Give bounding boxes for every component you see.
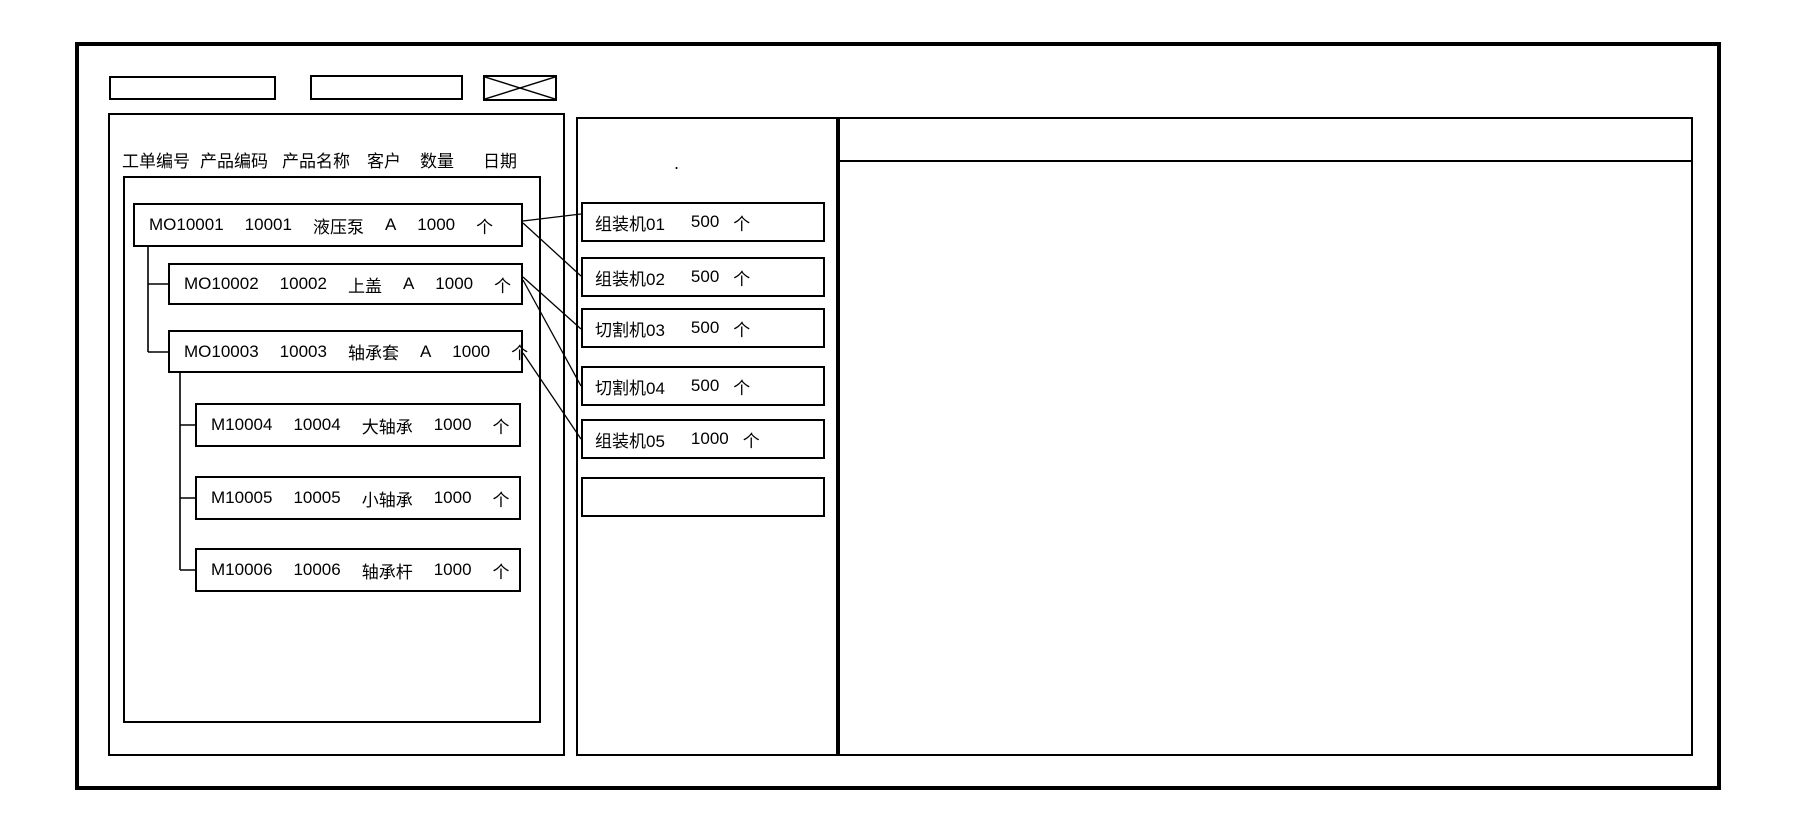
toolbar-field-1[interactable]	[109, 76, 276, 100]
machine-qty: 500	[690, 267, 720, 286]
order-product-code: 10002	[279, 274, 327, 293]
order-product-name: 大轴承	[361, 417, 413, 437]
machine-unit: 个	[733, 378, 751, 398]
order-product-name: 小轴承	[361, 490, 413, 510]
order-product-code: 10004	[293, 415, 341, 434]
machine-name: 切割机04	[595, 378, 665, 398]
order-id: M10005	[211, 488, 273, 507]
machine-name: 组装机02	[595, 269, 665, 289]
column-header-product-name: 产品名称	[282, 152, 350, 171]
order-id: M10004	[211, 415, 273, 434]
machine-slot-05[interactable]: 组装机05 1000 个	[581, 419, 825, 459]
order-id: MO10001	[149, 215, 224, 234]
schedule-header-divider	[840, 160, 1691, 162]
order-qty: 1000	[433, 415, 472, 434]
machine-qty: 1000	[690, 429, 729, 448]
order-product-code: 10005	[293, 488, 341, 507]
column-header-date: 日期	[483, 152, 517, 171]
machine-name: 组装机01	[595, 214, 665, 234]
schedule-panel	[838, 117, 1693, 756]
order-id: MO10003	[184, 341, 259, 361]
machine-unit: 个	[742, 431, 760, 451]
order-unit: 个	[476, 217, 494, 237]
machine-name: 切割机03	[595, 320, 665, 340]
machine-qty: 500	[690, 212, 720, 231]
order-node-mo10003[interactable]: MO10003 10003 轴承套 A 1000 个	[168, 330, 528, 373]
order-customer: A	[384, 215, 397, 234]
order-product-name: 液压泵	[312, 217, 364, 237]
machine-slot-03[interactable]: 切割机03 500 个	[581, 308, 825, 348]
order-customer: A	[402, 274, 415, 293]
machine-qty: 500	[690, 318, 720, 337]
order-node-mo10001[interactable]: MO10001 10001 液压泵 A 1000 个	[133, 203, 523, 247]
stray-dot: .	[674, 153, 680, 173]
machine-unit: 个	[733, 269, 751, 289]
order-customer: A	[419, 341, 432, 361]
machine-qty: 500	[690, 376, 720, 395]
column-header-order-id: 工单编号	[122, 152, 190, 171]
order-product-name: 上盖	[347, 276, 382, 296]
order-product-code: 10001	[244, 215, 292, 234]
order-qty: 1000	[433, 560, 472, 579]
order-node-mo10002[interactable]: MO10002 10002 上盖 A 1000 个	[168, 263, 523, 305]
column-header-product-code: 产品编码	[200, 152, 268, 171]
machine-slot-01[interactable]: 组装机01 500 个	[581, 202, 825, 242]
order-product-code: 10003	[279, 341, 327, 361]
order-unit: 个	[492, 417, 510, 437]
machine-name: 组装机05	[595, 431, 665, 451]
toolbar-field-2[interactable]	[310, 75, 463, 100]
order-id: MO10002	[184, 274, 259, 293]
order-unit: 个	[511, 344, 529, 363]
order-product-code: 10006	[293, 560, 341, 579]
order-unit: 个	[492, 490, 510, 510]
order-qty: 1000	[435, 274, 474, 293]
close-icon-cross	[484, 76, 556, 100]
order-qty: 1000	[452, 341, 491, 361]
order-qty: 1000	[433, 488, 472, 507]
order-node-m10004[interactable]: M10004 10004 大轴承 1000 个	[195, 403, 521, 447]
close-icon[interactable]	[483, 75, 557, 101]
column-header-qty: 数量	[420, 152, 454, 171]
order-qty: 1000	[417, 215, 456, 234]
machine-unit: 个	[733, 214, 751, 234]
order-id: M10006	[211, 560, 273, 579]
order-unit: 个	[494, 276, 512, 296]
order-product-name: 轴承杆	[361, 562, 413, 582]
machine-slot-empty[interactable]	[581, 477, 825, 517]
order-tree-container	[123, 176, 541, 723]
order-product-name: 轴承套	[347, 344, 399, 363]
machine-slot-02[interactable]: 组装机02 500 个	[581, 257, 825, 297]
machine-slot-04[interactable]: 切割机04 500 个	[581, 366, 825, 406]
order-unit: 个	[492, 562, 510, 582]
column-header-customer: 客户	[367, 152, 401, 171]
order-node-m10006[interactable]: M10006 10006 轴承杆 1000 个	[195, 548, 521, 592]
machine-unit: 个	[733, 320, 751, 340]
order-node-m10005[interactable]: M10005 10005 小轴承 1000 个	[195, 476, 521, 520]
